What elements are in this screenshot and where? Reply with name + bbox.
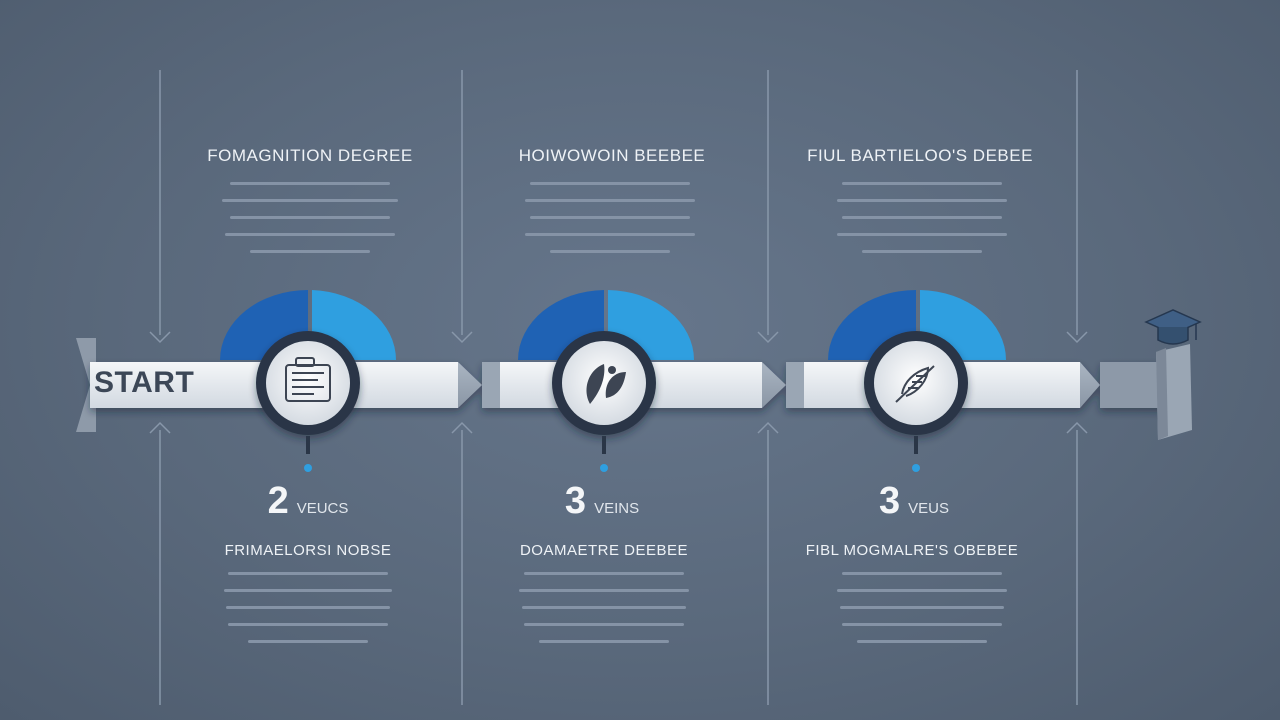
certificate-icon [285,357,331,402]
band-tail [1100,362,1164,408]
stage-node[interactable] [552,331,656,435]
stage-duration: 2 VEUCS [208,480,408,523]
start-notch [76,338,96,432]
stem-dot [600,464,608,472]
stage-bottom-text [822,572,1022,657]
stage-bottom-text [208,572,408,657]
guide-arrow [451,421,473,434]
years-unit: VEUS [908,500,949,517]
feather-icon [895,365,935,403]
stage-bottom-title: DOAMAETRE DEEBEE [519,542,689,559]
stage-top-title: FOMAGNITION DEGREE [207,146,413,165]
end-marker [1144,309,1202,440]
band-chevron [1080,362,1100,408]
band-gap [786,362,804,408]
leaf-icon [586,364,626,404]
guide-arrow [757,331,779,344]
guide-arrow [1066,421,1088,434]
years-unit: VEUCS [296,500,349,517]
years-value: 2 [267,480,289,522]
stage-node[interactable] [864,331,968,435]
stage-duration: 3 VEUS [814,480,1014,523]
guide-arrow [757,421,779,434]
stage-bottom-text [504,572,704,657]
years-value: 3 [564,480,587,522]
guide-lines [149,70,1088,705]
stem-dot [912,464,920,472]
graduation-cap-icon [1144,309,1202,345]
node-stems [304,436,920,472]
start-label: START [94,366,195,399]
stage-bottom-title: FIBL MOGMALRE'S OBEBEE [805,542,1019,559]
stage-top-title: HOIWOWOIN BEEBEE [518,146,706,165]
years-unit: VEINS [594,500,640,517]
years-value: 3 [879,480,901,522]
stage-top-text [510,182,710,267]
guide-arrow [451,331,473,344]
band-chevron [458,362,482,408]
guide-arrow [149,331,171,344]
stage-top-text [822,182,1022,267]
band-gap [482,362,500,408]
guide-arrow [149,421,171,434]
band-chevron [762,362,786,408]
stem-dot [304,464,312,472]
stage-top-title: FIUL BARTIELOO'S DEBEE [807,146,1033,165]
stage-duration: 3 VEINS [502,480,702,523]
guide-arrow [1066,331,1088,344]
end-post-side [1156,348,1168,440]
stage-bottom-title: FRIMAELORSI NOBSE [224,542,392,559]
stage-node[interactable] [256,331,360,435]
stage-top-text [210,182,410,267]
